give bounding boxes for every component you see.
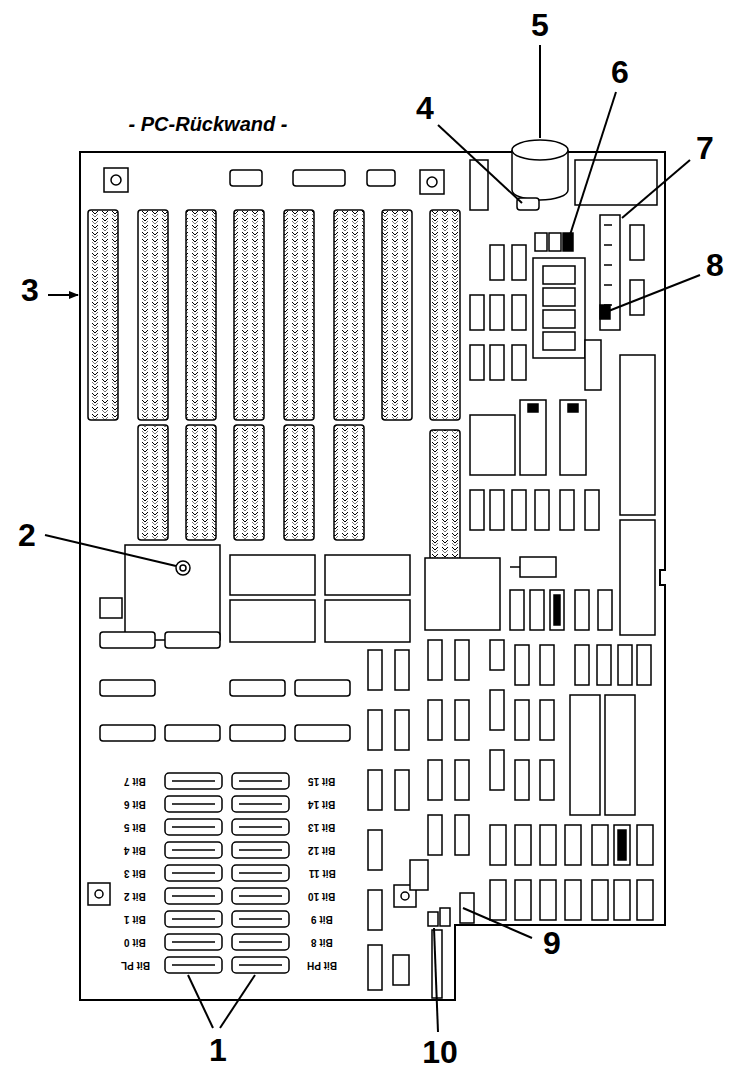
callout-number: 5 [531, 9, 549, 41]
jumper-label: Bit 5 [123, 822, 147, 832]
jumper-label: Bit 9 [310, 914, 334, 924]
jumper-label: Bit 4 [123, 845, 147, 855]
callout-number: 7 [696, 132, 714, 164]
callout-number: 1 [209, 1034, 227, 1066]
jumper-label: Bit 0 [123, 937, 147, 947]
jumper-label: Bit 11 [308, 868, 337, 878]
jumper-label: Bit 1 [123, 914, 147, 924]
callout-number: 2 [18, 519, 36, 551]
callout-number: 4 [416, 92, 434, 124]
jumper-label: Bit 8 [310, 937, 334, 947]
jumper-label: Bit 13 [307, 822, 336, 832]
callout-number: 3 [21, 274, 39, 306]
jumper-label: Bit 7 [123, 776, 147, 786]
jumper-label: Bit PH [306, 960, 338, 970]
callout-number: 8 [706, 249, 724, 281]
jumper-label: Bit 10 [307, 891, 336, 901]
jumper-label: Bit 12 [307, 845, 336, 855]
jumper-label: Bit 3 [123, 868, 147, 878]
callout-number: 9 [543, 927, 561, 959]
callout-number: 10 [422, 1036, 458, 1068]
jumper-label: Bit 2 [123, 891, 147, 901]
rear-panel-label: - PC-Rückwand - [129, 114, 288, 134]
jumper-label: Bit 6 [123, 799, 147, 809]
jumper-label: Bit 14 [307, 799, 336, 809]
callout-number: 6 [611, 56, 629, 88]
jumper-label: Bit 15 [307, 776, 336, 786]
jumper-label: Bit PL [120, 960, 151, 970]
